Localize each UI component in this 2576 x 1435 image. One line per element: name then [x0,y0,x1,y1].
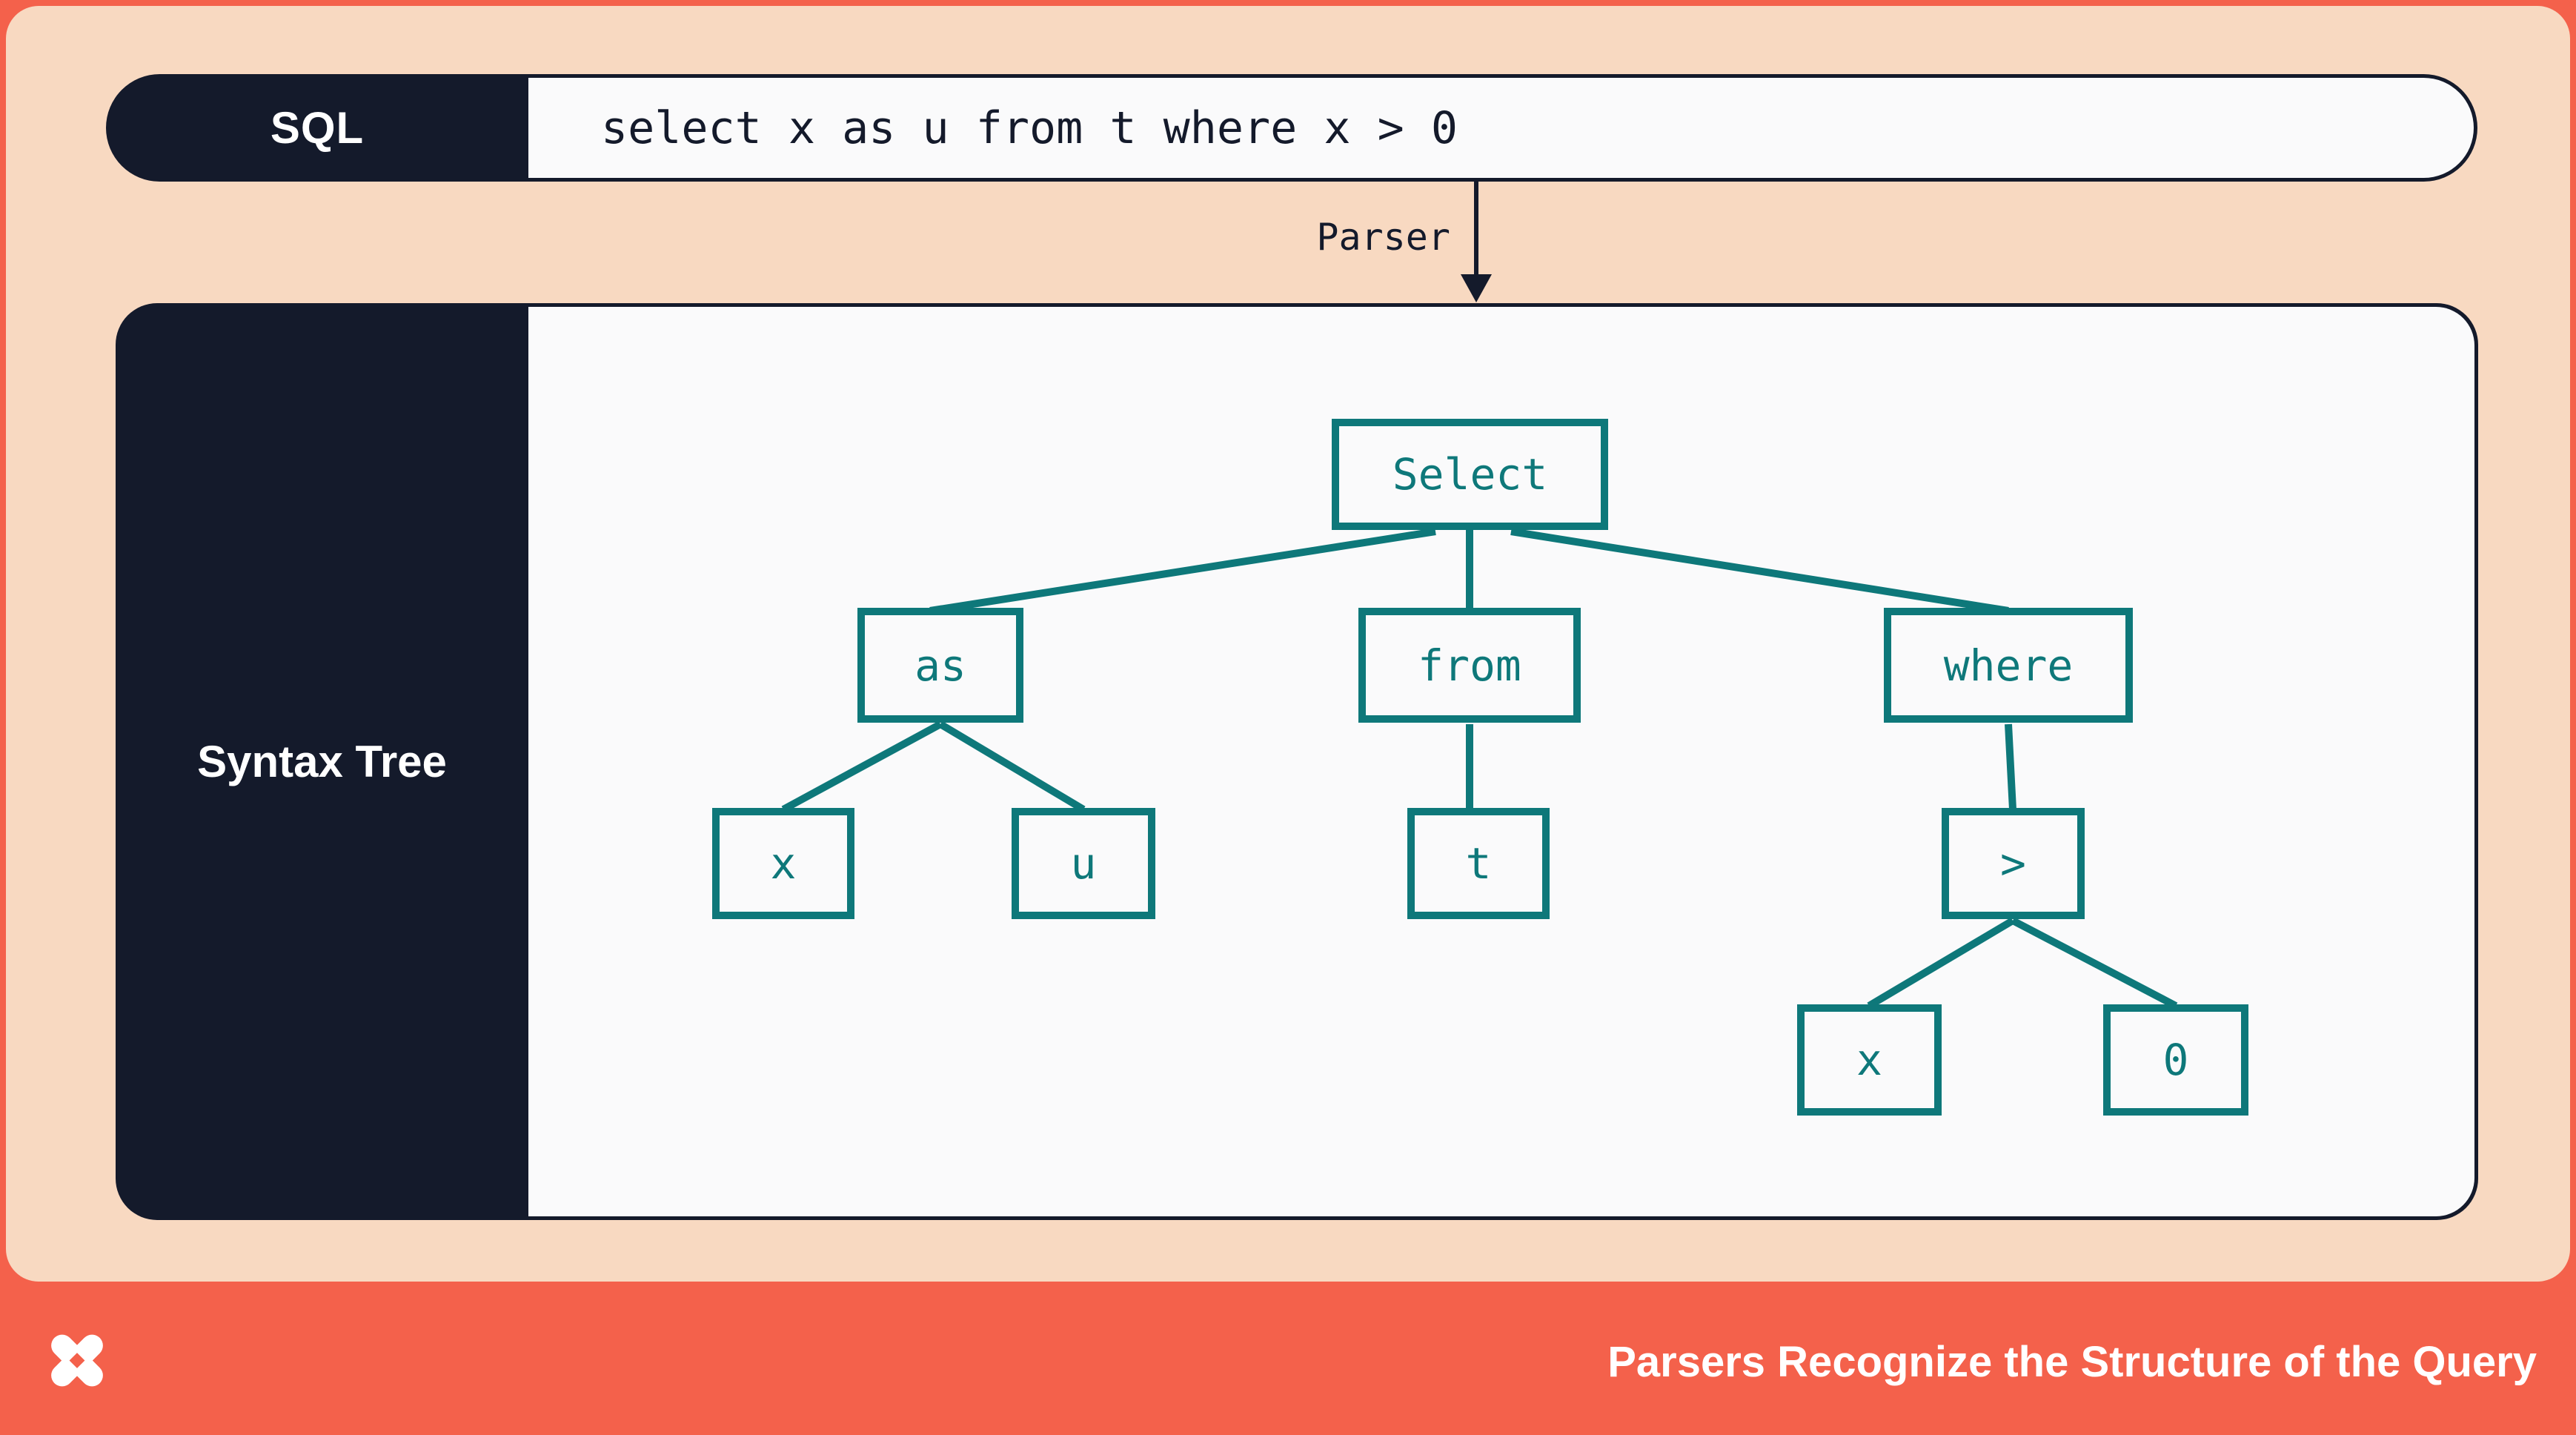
syntax-tree-panel: Syntax Tree Select as from where x [116,303,2478,1220]
sql-bar: SQL select x as u from t where x > 0 [106,74,2477,182]
sql-query-text: select x as u from t where x > 0 [528,78,2474,178]
tree-node-from: from [1358,608,1581,723]
tree-node-select: Select [1332,419,1608,530]
x-star-logo-icon [51,1334,103,1387]
tree-node-t: t [1407,808,1550,919]
tree-node-greater-than: > [1942,808,2085,919]
tree-edges [781,528,2178,1010]
sql-bar-label: SQL [270,103,365,153]
tree-node-x2: x [1797,1004,1942,1116]
tree-node-u: u [1012,808,1155,919]
syntax-tree-panel-label: Syntax Tree [197,737,447,786]
slide-title: Parsers Recognize the Structure of the Q… [1607,1338,2537,1386]
tree-node-x: x [712,808,854,919]
tree-node-where: where [1884,608,2133,723]
arrow-down-icon [1461,182,1492,302]
syntax-tree-diagram: Select as from where x u t > x 0 [528,307,2474,1216]
tree-node-as: as [857,608,1023,723]
parser-label: Parser [1316,216,1450,259]
tree-node-zero: 0 [2103,1004,2248,1116]
